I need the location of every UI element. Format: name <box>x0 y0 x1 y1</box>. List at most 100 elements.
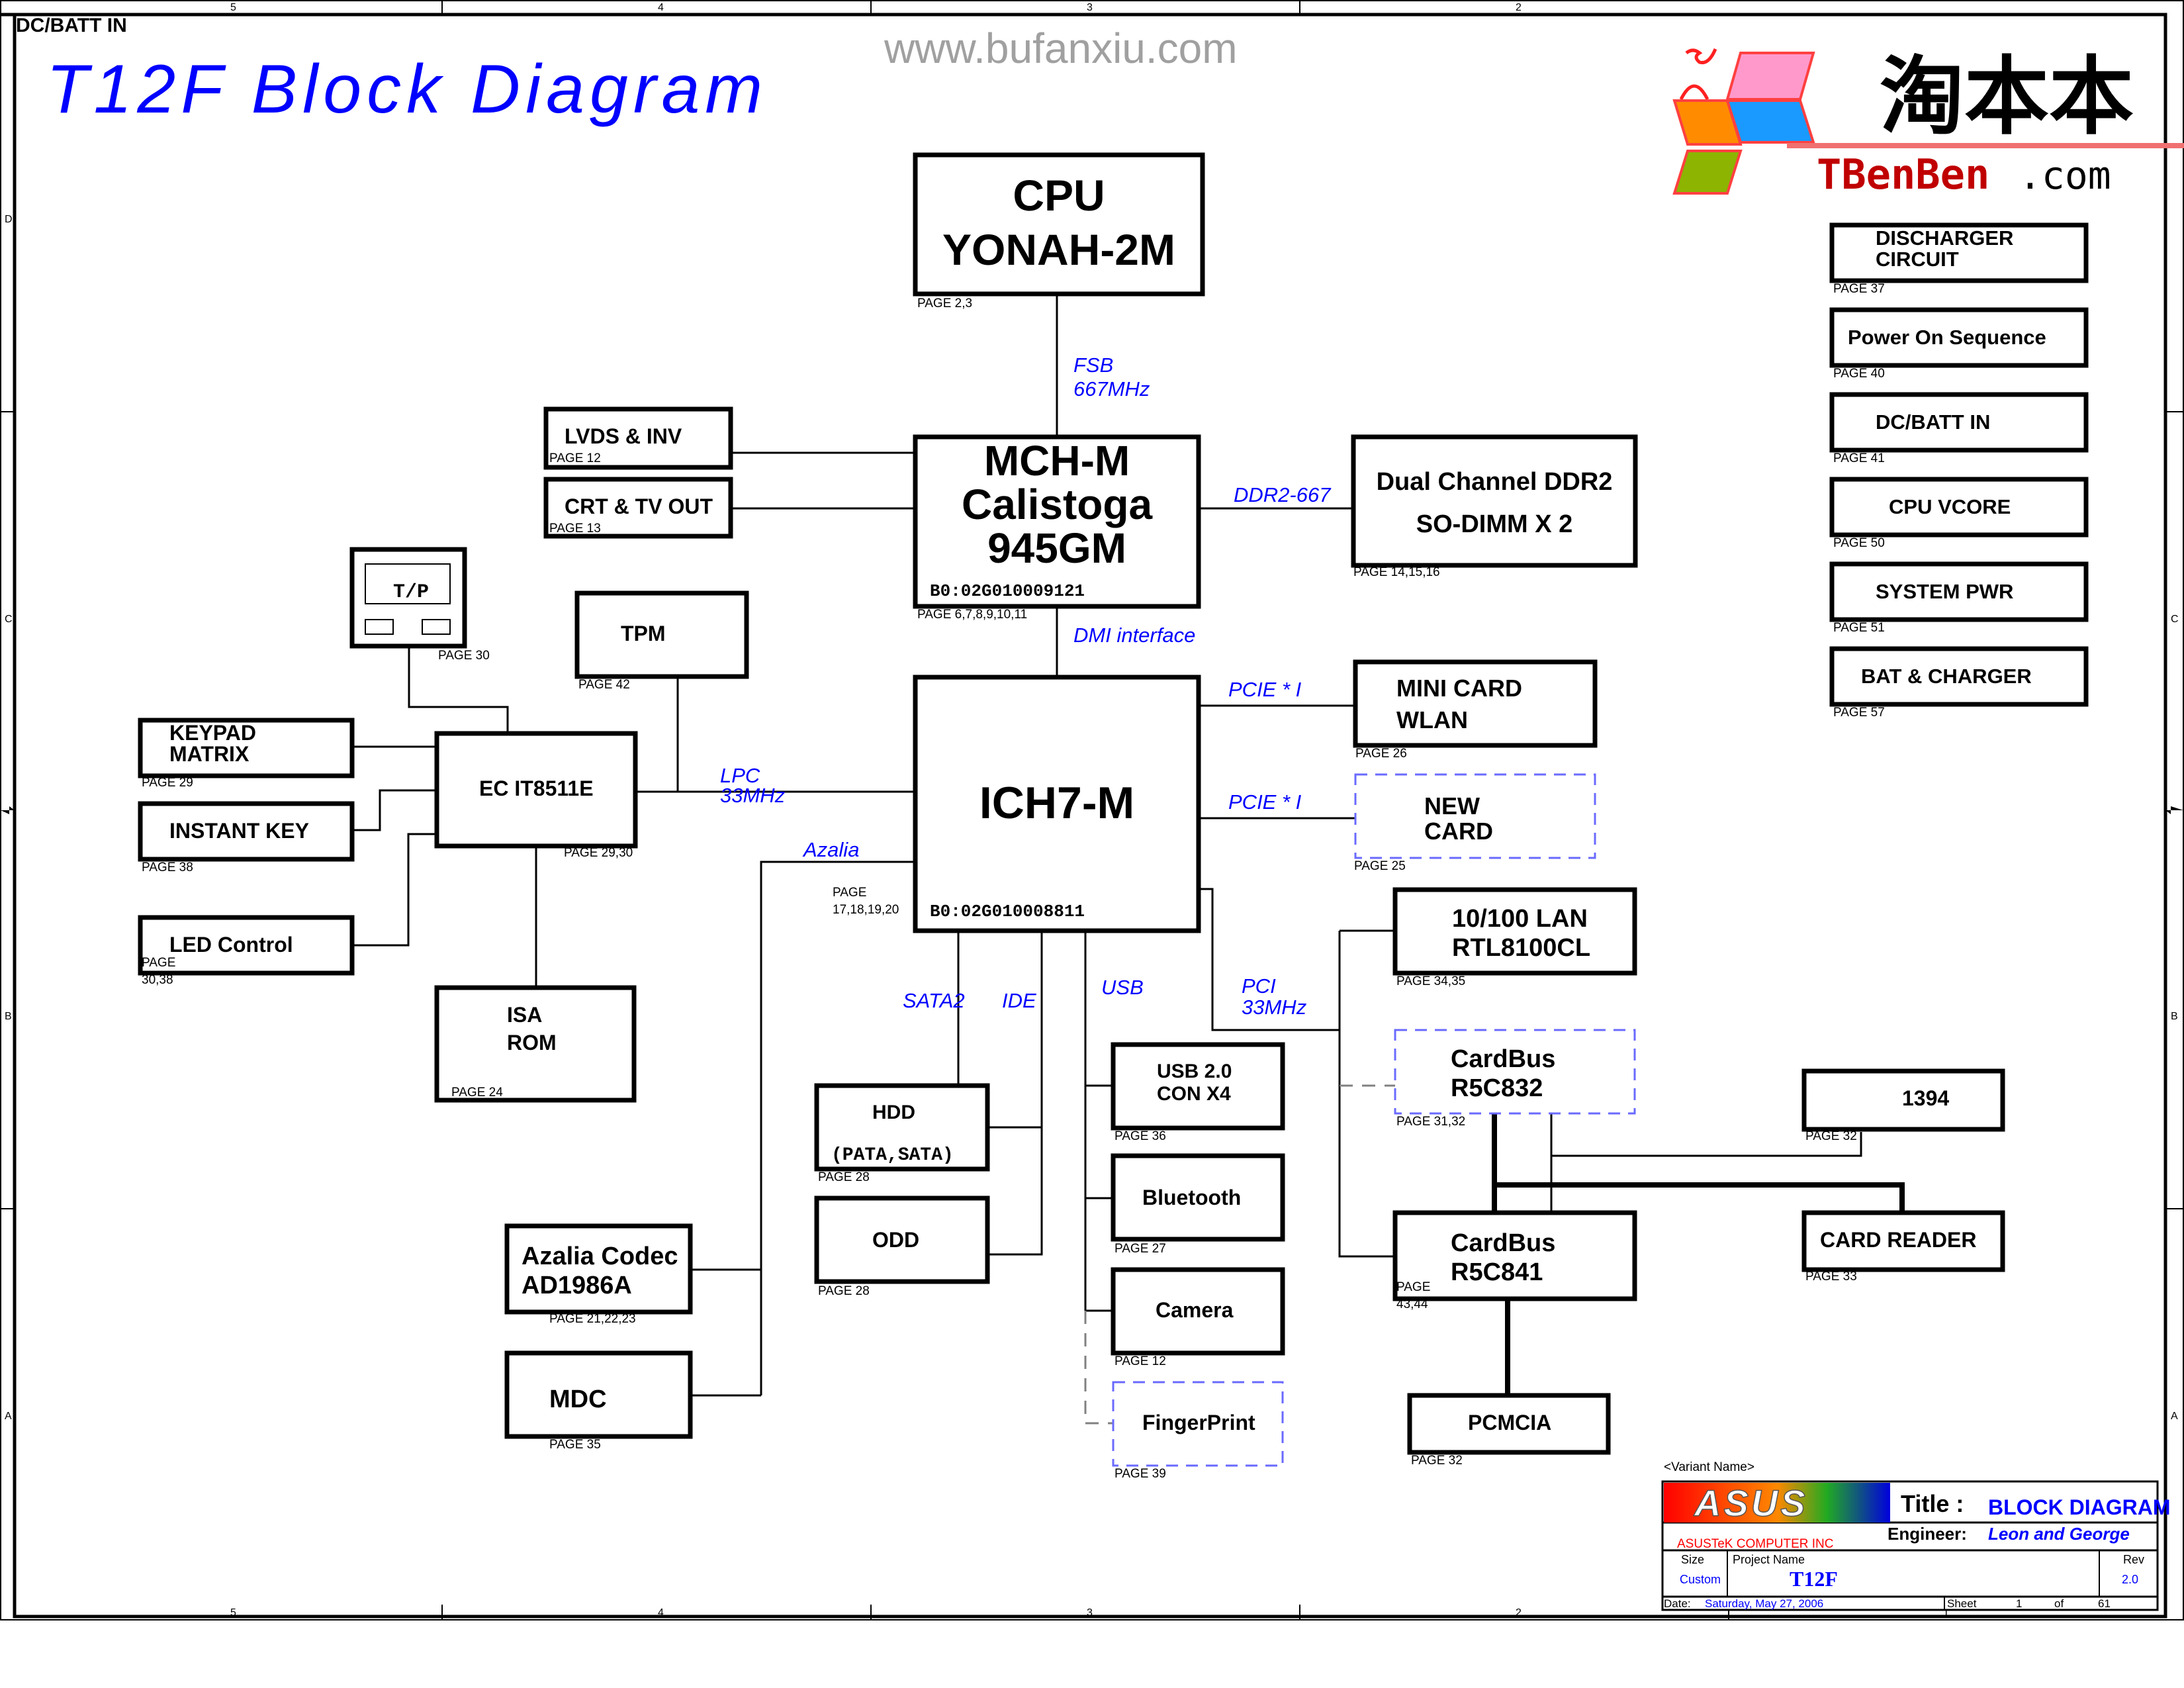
page-ref: PAGE 2,3 <box>917 297 972 310</box>
ruler-col-top-3: 3 <box>1087 2 1093 13</box>
bus-label-lpc: LPC <box>720 764 760 787</box>
page-ref: PAGE <box>142 956 175 970</box>
block-crt-box <box>543 477 733 539</box>
ruler-col-top-2: 2 <box>1516 2 1522 13</box>
sheet-number: 1 <box>2016 1597 2022 1610</box>
block-lan-box <box>1392 887 1637 976</box>
block-usb-box <box>1111 1042 1285 1131</box>
page-ref: PAGE 33 <box>1805 1270 1857 1284</box>
ruler-row-right-a: A <box>2171 1411 2178 1422</box>
page-ref: PAGE 34,35 <box>1396 974 1465 988</box>
title-block: <Variant Name> ASUS Title : BLOCK DIAGRA… <box>1661 1460 2171 1611</box>
block-ieee1394-box <box>1801 1068 2005 1132</box>
ruler-row-right-c: C <box>2171 614 2179 625</box>
page-ref: PAGE 12 <box>549 451 601 465</box>
block-label: 10/100 LAN <box>1452 905 1588 933</box>
page-ref: PAGE 41 <box>1833 451 1885 465</box>
block-label: BAT & CHARGER <box>1861 665 2032 688</box>
block-new-card-box <box>1354 773 1596 859</box>
block-label: DC/BATT IN <box>1876 410 1990 434</box>
block-mdc-box <box>504 1350 693 1439</box>
corner-label: DC/BATT IN <box>16 15 127 36</box>
ruler-row-left-b: B <box>5 1011 12 1022</box>
page-ref: PAGE 12 <box>1115 1354 1166 1368</box>
page-ref: PAGE 42 <box>578 678 630 692</box>
block-power-on-box <box>1829 307 2089 368</box>
block-cpu-box <box>913 152 1205 297</box>
block-label: LED Control <box>169 933 293 957</box>
block-tp-box <box>349 547 467 649</box>
bus-label-fsb: 667MHz <box>1073 377 1150 400</box>
block-label: CPU <box>1013 171 1105 220</box>
block-label: R5C841 <box>1451 1258 1543 1286</box>
block-label: CON X4 <box>1157 1083 1231 1105</box>
ruler-row-left-d: D <box>5 214 13 225</box>
block-hdd-box <box>814 1083 990 1172</box>
block-lvds-box <box>543 406 733 470</box>
page-ref: PAGE 38 <box>142 861 193 874</box>
logo-cjk-text: 淘本本 <box>1880 48 2134 146</box>
logo-figure-icon <box>1679 48 1717 101</box>
block-label: Camera <box>1156 1298 1234 1322</box>
block-dc-batt-box <box>1829 392 2089 453</box>
block-label: NEW <box>1424 792 1480 820</box>
page-ref: PAGE 14,15,16 <box>1353 565 1440 579</box>
bus-label-pci: PCI <box>1242 974 1276 998</box>
block-codec-box <box>504 1223 693 1315</box>
block-label: 945GM <box>987 524 1126 572</box>
block-instant-key-box <box>138 801 355 862</box>
block-pcmcia-box <box>1407 1393 1611 1455</box>
page-ref: PAGE 36 <box>1115 1129 1166 1143</box>
block-label: CardBus <box>1451 1045 1555 1073</box>
block-label: EC IT8511E <box>479 776 594 800</box>
part-code: B0:02G010009121 <box>930 581 1085 601</box>
watermark-text: www.bufanxiu.com <box>884 24 1238 72</box>
page-ref: PAGE 24 <box>451 1086 503 1100</box>
page-ref: PAGE 37 <box>1833 282 1885 296</box>
tbenben-logo: 淘本本 TBenBen .com <box>1672 48 2184 199</box>
ruler-col-bottom-2: 2 <box>1516 1607 1522 1618</box>
logo-blue-tile <box>1725 99 1815 144</box>
block-label: Dual Channel DDR2 <box>1377 468 1613 496</box>
logo-latin-red: TBenBen <box>1817 150 1989 199</box>
page-ref: PAGE 13 <box>549 522 601 536</box>
wire-pci-trunk <box>1338 931 1395 1258</box>
company-name: ASUSTeK COMPUTER INC <box>1677 1537 1833 1551</box>
block-label: SYSTEM PWR <box>1876 580 2013 603</box>
block-bluetooth-box <box>1111 1153 1285 1242</box>
block-label: SO-DIMM X 2 <box>1416 510 1572 538</box>
engineer-value: Leon and George <box>1988 1524 2130 1544</box>
block-card-reader-box <box>1801 1210 2005 1272</box>
block-label: ROM <box>507 1031 557 1055</box>
page-ref: PAGE <box>833 886 866 900</box>
bus-label-ide: IDE <box>1002 989 1036 1012</box>
logo-green-tile <box>1672 150 1743 195</box>
block-label: INSTANT KEY <box>169 819 309 843</box>
date-label: Date: <box>1664 1597 1691 1610</box>
page-ref: 17,18,19,20 <box>833 903 899 917</box>
wire-instant-key <box>352 789 437 831</box>
ruler-col-bottom-5: 5 <box>230 1607 236 1618</box>
wire-tp <box>408 646 509 733</box>
block-cardbus832-box <box>1394 1029 1636 1115</box>
block-label: Bluetooth <box>1142 1186 1241 1209</box>
page-title: T12F Block Diagram <box>46 51 768 128</box>
block-label: T/P <box>393 581 429 604</box>
